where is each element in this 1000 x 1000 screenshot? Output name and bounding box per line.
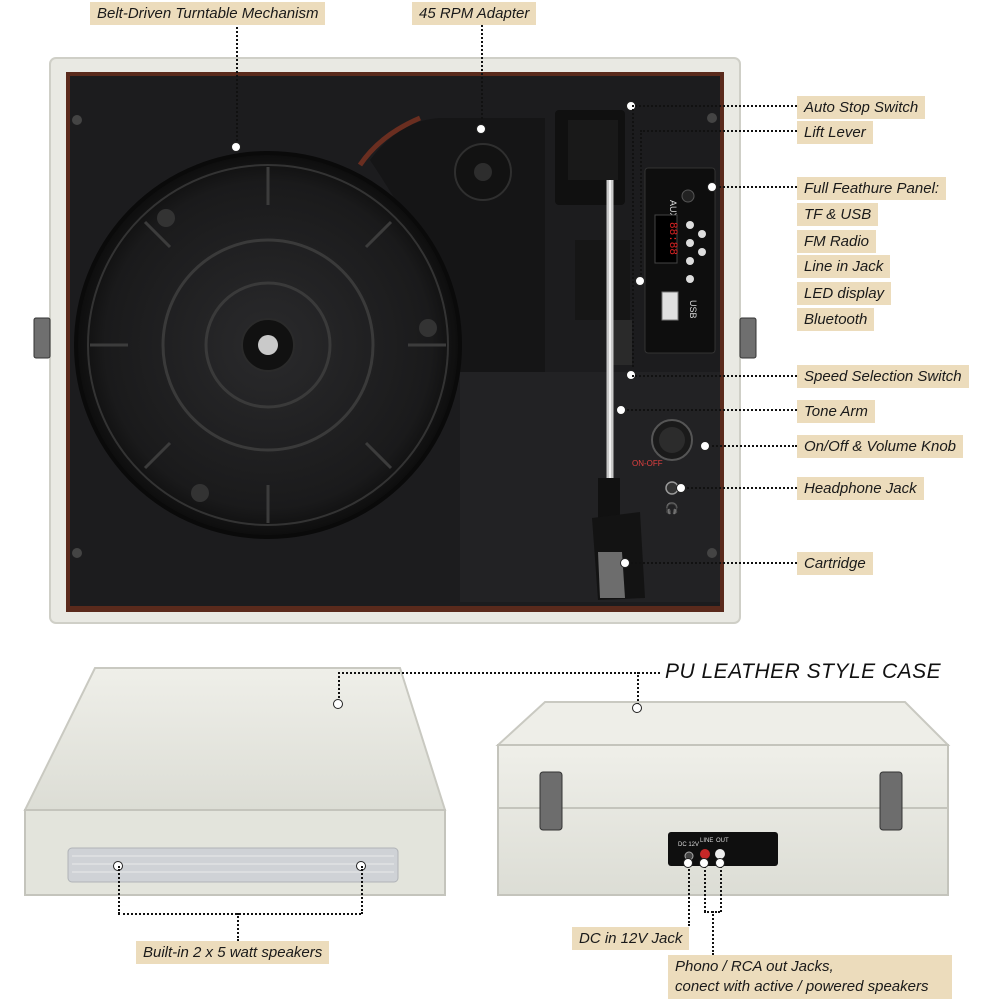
usb-print: USB [688, 300, 698, 319]
headphone-icon: 🎧 [665, 502, 679, 515]
rca-white [715, 849, 725, 859]
platter-vent [419, 319, 437, 337]
back-case-lid [495, 701, 951, 746]
label-phono: Phono / RCA out Jacks, conect with activ… [668, 955, 952, 999]
label-lift-lever: Lift Lever [797, 121, 873, 144]
platter-vent [191, 484, 209, 502]
dc-print: DC 12V [678, 842, 699, 848]
screw [707, 548, 717, 558]
on-off-print: ON-OFF [632, 459, 663, 468]
aux-jack [681, 189, 695, 203]
label-auto-stop: Auto Stop Switch [797, 96, 926, 119]
hinge-right [739, 317, 757, 359]
label-cartridge: Cartridge [797, 552, 873, 575]
label-tf-usb: TF & USB [797, 203, 879, 226]
label-line-in: Line in Jack [797, 255, 891, 278]
latch-left [539, 771, 563, 831]
headshell [598, 478, 620, 518]
label-led: LED display [797, 282, 892, 305]
closed-case-lid [23, 667, 447, 811]
led-display [654, 214, 678, 264]
screw [72, 548, 82, 558]
speed-switch [612, 320, 632, 365]
screw [72, 115, 82, 125]
platter-vent [157, 209, 175, 227]
back-jack-panel [668, 832, 778, 866]
usb-port [661, 291, 679, 321]
hinge-left [33, 317, 51, 359]
latch-right [879, 771, 903, 831]
aux-print: AUX [668, 200, 678, 219]
display-digits: 88:88 [666, 222, 678, 255]
label-headphone: Headphone Jack [797, 477, 924, 500]
screw [707, 113, 717, 123]
line-print: LINE [700, 838, 713, 844]
label-fm: FM Radio [797, 230, 877, 253]
label-speakers: Built-in 2 x 5 watt speakers [136, 941, 330, 964]
label-phono-line1: Phono / RCA out Jacks, [675, 958, 834, 975]
label-panel: Full Feathure Panel: [797, 177, 947, 200]
case-title: PU LEATHER STYLE CASE [665, 660, 942, 683]
label-volume: On/Off & Volume Knob [797, 435, 964, 458]
rca-red [700, 849, 710, 859]
label-dc: DC in 12V Jack [572, 927, 690, 950]
label-belt: Belt-Driven Turntable Mechanism [90, 2, 326, 25]
back-case-body [497, 744, 949, 896]
label-adapter: 45 RPM Adapter [412, 2, 537, 25]
label-bluetooth: Bluetooth [797, 308, 875, 331]
label-phono-line2: conect with active / powered speakers [675, 978, 929, 995]
label-speed: Speed Selection Switch [797, 365, 969, 388]
spindle [258, 335, 278, 355]
lift-lever-block [575, 240, 630, 320]
out-print: OUT [716, 838, 729, 844]
label-tone-arm: Tone Arm [797, 400, 875, 423]
